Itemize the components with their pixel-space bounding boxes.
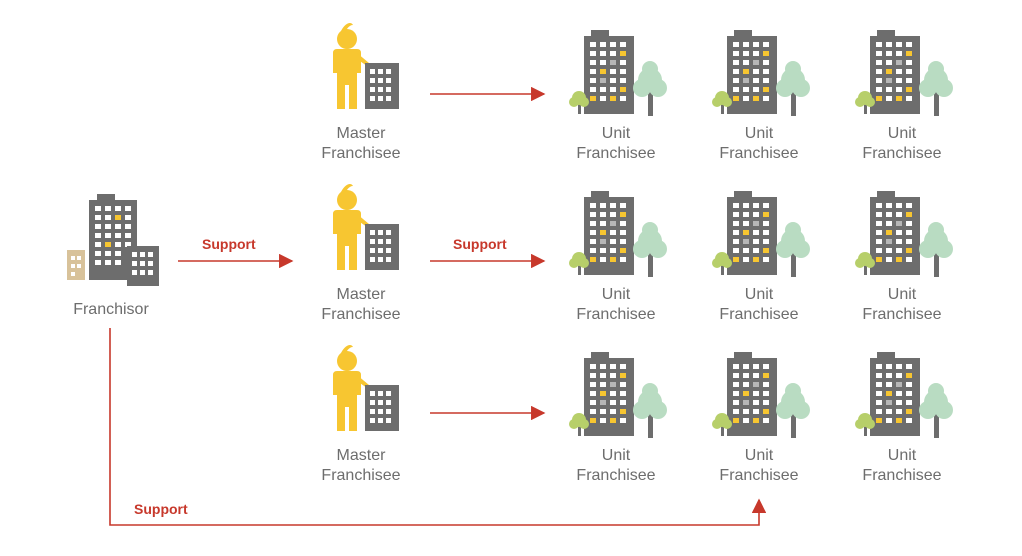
unit-label-line2: Franchisee — [862, 467, 941, 484]
unit-franchisee-r3-c3: Unit Franchisee — [855, 352, 953, 484]
master-franchisee-row-1: Master Franchisee — [321, 23, 401, 162]
building-with-trees-icon — [569, 191, 667, 277]
building-with-trees-icon — [855, 30, 953, 116]
master-franchisee-row-2: Master Franchisee — [321, 184, 401, 323]
unit-label-line2: Franchisee — [576, 306, 655, 323]
arrow-franchisor-to-unit — [109, 328, 767, 526]
unit-label-line2: Franchisee — [719, 145, 798, 162]
unit-franchisee-r1-c1: Unit Franchisee — [569, 30, 667, 162]
building-with-trees-icon — [569, 352, 667, 438]
unit-label-line1: Unit — [602, 286, 631, 303]
building-with-trees-icon — [712, 30, 810, 116]
unit-franchisee-r1-c3: Unit Franchisee — [855, 30, 953, 162]
master-label-line2: Franchisee — [321, 145, 400, 162]
building-with-trees-icon — [855, 352, 953, 438]
franchisor-label: Franchisor — [73, 301, 149, 318]
support-label-franchisor-to-master: Support — [202, 236, 256, 252]
master-label-line1: Master — [337, 125, 387, 142]
unit-franchisee-r2-c1: Unit Franchisee — [569, 191, 667, 323]
unit-label-line2: Franchisee — [862, 145, 941, 162]
unit-label-line2: Franchisee — [576, 467, 655, 484]
unit-label-line1: Unit — [745, 125, 774, 142]
master-label-line1: Master — [337, 447, 387, 464]
unit-franchisee-r1-c2: Unit Franchisee — [712, 30, 810, 162]
franchisor-node: Franchisor — [67, 194, 159, 318]
person-with-building-icon — [333, 23, 399, 109]
office-buildings-icon — [67, 194, 159, 286]
unit-franchisee-r2-c3: Unit Franchisee — [855, 191, 953, 323]
building-with-trees-icon — [569, 30, 667, 116]
unit-label-line1: Unit — [602, 125, 631, 142]
person-with-building-icon — [333, 184, 399, 270]
support-label-franchisor-to-unit: Support — [134, 501, 188, 517]
unit-label-line1: Unit — [888, 447, 917, 464]
unit-franchisee-r3-c1: Unit Franchisee — [569, 352, 667, 484]
person-with-building-icon — [333, 345, 399, 431]
unit-label-line2: Franchisee — [719, 467, 798, 484]
master-label-line1: Master — [337, 286, 387, 303]
building-with-trees-icon — [712, 352, 810, 438]
unit-franchisee-r2-c2: Unit Franchisee — [712, 191, 810, 323]
support-label-master-to-units: Support — [453, 236, 507, 252]
unit-label-line2: Franchisee — [719, 306, 798, 323]
unit-label-line1: Unit — [602, 447, 631, 464]
building-with-trees-icon — [855, 191, 953, 277]
master-label-line2: Franchisee — [321, 306, 400, 323]
unit-franchisee-r3-c2: Unit Franchisee — [712, 352, 810, 484]
master-franchisee-row-3: Master Franchisee — [321, 345, 401, 484]
unit-label-line1: Unit — [745, 447, 774, 464]
building-with-trees-icon — [712, 191, 810, 277]
unit-label-line2: Franchisee — [862, 306, 941, 323]
unit-label-line2: Franchisee — [576, 145, 655, 162]
unit-label-line1: Unit — [888, 125, 917, 142]
master-label-line2: Franchisee — [321, 467, 400, 484]
unit-label-line1: Unit — [745, 286, 774, 303]
unit-label-line1: Unit — [888, 286, 917, 303]
